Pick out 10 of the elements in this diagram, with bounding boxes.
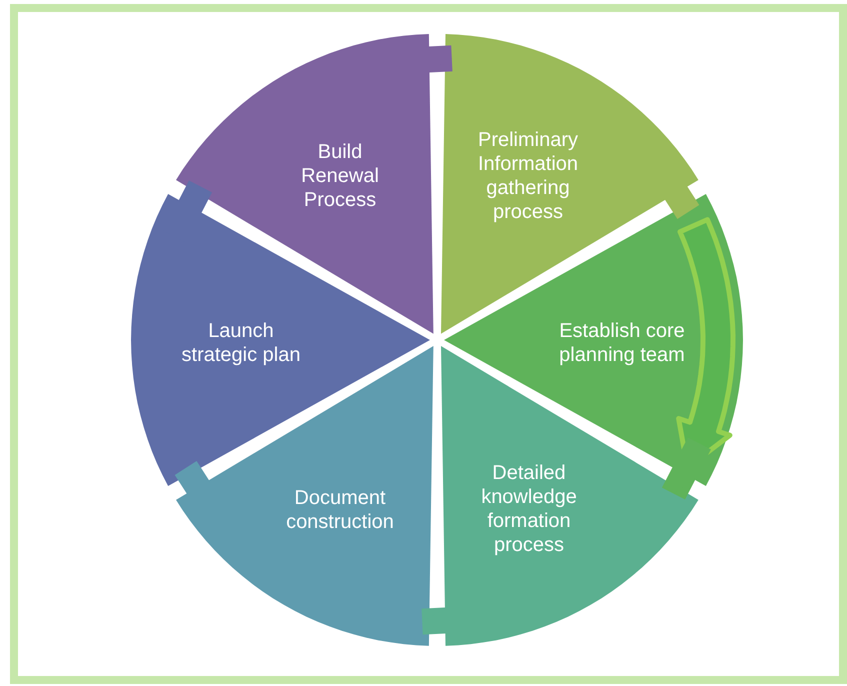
cycle-segment [176, 346, 434, 646]
segment-label: Detailed knowledge formation process [480, 460, 578, 557]
segment-label: Build Renewal Process [300, 140, 380, 212]
segment-label: Preliminary Information gathering process [476, 128, 580, 224]
segment-label: Document construction [285, 486, 395, 534]
cycle-segment [131, 194, 430, 486]
segment-label: Launch strategic plan [180, 318, 302, 367]
cycle-segment [440, 346, 698, 646]
segment-label: Establish core planning team [558, 318, 686, 367]
arrow [662, 437, 711, 500]
